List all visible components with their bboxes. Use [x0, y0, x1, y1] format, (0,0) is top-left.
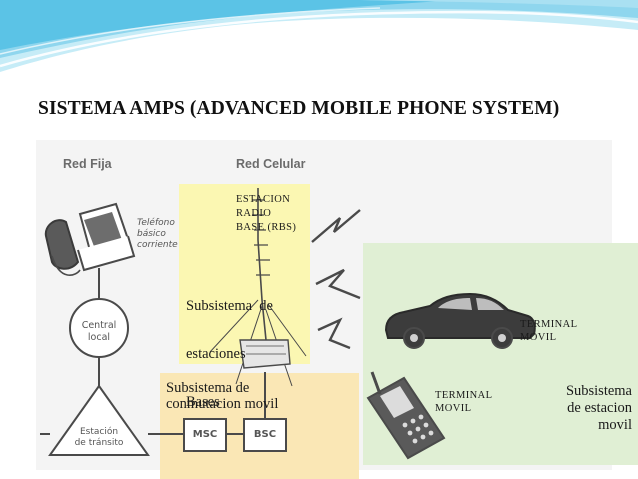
terminal-car-line: TERMINAL	[520, 319, 578, 330]
rbs-label-line: RADIO	[236, 208, 272, 219]
base-subsystem-panel	[179, 184, 310, 364]
transit-station-line: de tránsito	[74, 438, 124, 448]
rbs-label-line: ESTACION	[236, 194, 291, 205]
terminal-phone-line: TERMINAL	[435, 390, 493, 401]
phone-label-line: Teléfono	[137, 218, 175, 228]
base-subsystem-line: Subsistema de	[186, 298, 273, 314]
phone-label-line: básico	[137, 229, 166, 239]
rbs-label-line: BASE (RBS)	[236, 222, 297, 233]
mobile-subsystem-line: Subsistema	[565, 383, 632, 399]
terminal-phone-line: MOVIL	[435, 403, 472, 414]
terminal-car-line: MOVIL	[520, 332, 557, 343]
fixed-network-heading: Red Fija	[63, 157, 112, 171]
mobile-subsystem-line: movil	[598, 417, 632, 433]
mobile-phone-icon	[366, 371, 446, 460]
base-subsystem-line: estaciones	[186, 346, 246, 362]
cellular-network-heading: Red Celular	[236, 157, 306, 171]
base-subsystem-line: Bases	[186, 394, 220, 410]
transit-station-line: Estación	[79, 427, 119, 437]
switching-subsystem-label: Subsistema de conmutacion movil	[166, 380, 278, 412]
central-local-line: Central	[81, 320, 117, 331]
car-icon	[384, 292, 536, 349]
phone-label: Teléfono básico corriente	[137, 218, 178, 251]
slide-title: SISTEMA AMPS (ADVANCED MOBILE PHONE SYST…	[38, 98, 560, 119]
central-local-line: local	[87, 332, 111, 343]
msc-label: MSC	[192, 429, 218, 440]
transit-station-label: Estación de tránsito	[62, 427, 136, 449]
central-local-label: Central local	[70, 320, 128, 344]
mobile-subsystem-line: de estacion	[567, 400, 632, 416]
switching-subsystem-line: conmutacion movil	[166, 396, 279, 412]
base-subsystem-label: Subsistema de estaciones Bases	[186, 266, 273, 426]
phone-label-line: corriente	[137, 240, 178, 250]
rbs-label: ESTACION RADIO BASE (RBS)	[236, 193, 296, 235]
switching-subsystem-line: Subsistema de	[166, 380, 250, 396]
header-decoration	[0, 0, 638, 72]
terminal-phone-label: TERMINAL MOVIL	[435, 389, 492, 415]
bsc-label: BSC	[253, 429, 277, 440]
terminal-car-label: TERMINAL MOVIL	[520, 318, 577, 344]
telephone-icon	[44, 202, 136, 276]
mobile-subsystem-label: Subsistema de estacion movil	[540, 383, 632, 434]
